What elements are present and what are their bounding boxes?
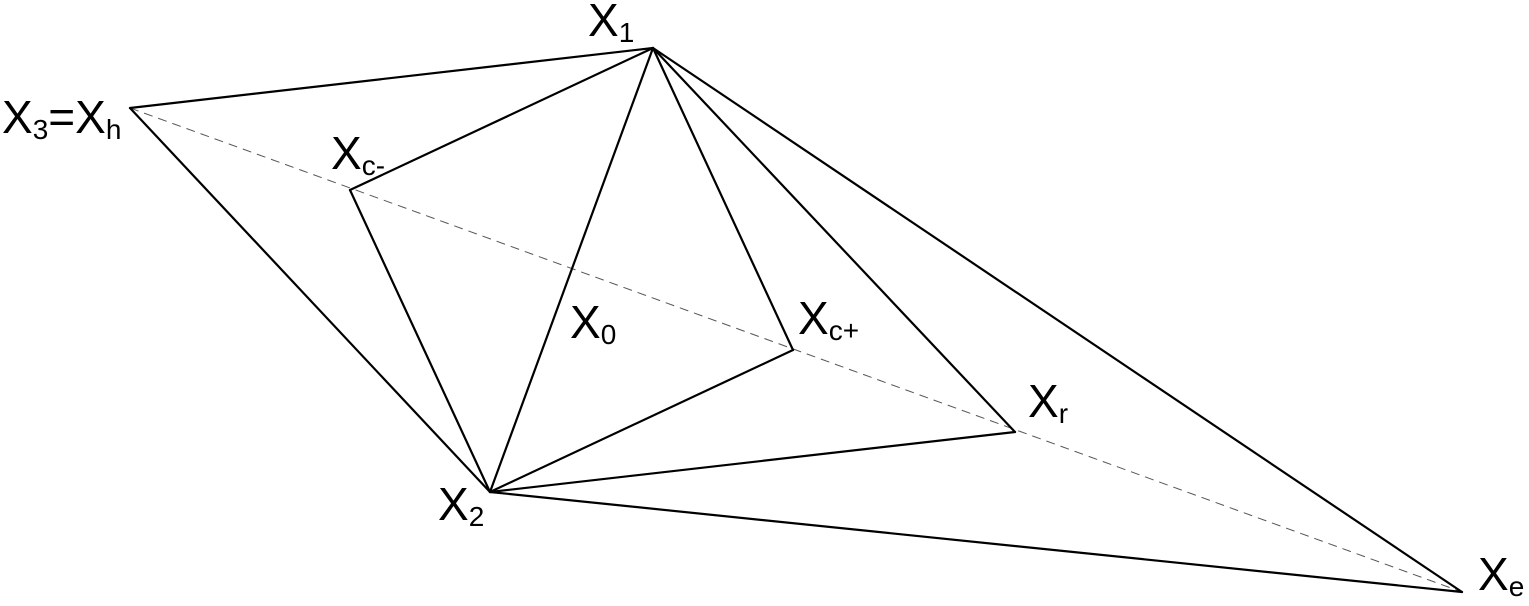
- label-x3-xh: X3=Xh: [2, 91, 121, 145]
- edge-x1-xe: [651, 46, 1464, 594]
- label-xc-minus: Xc-: [331, 127, 385, 181]
- edge-x1-x2: [488, 46, 655, 494]
- edge-x1-xcm: [348, 46, 655, 192]
- edge-x1-xcp: [651, 46, 795, 352]
- edge-x2-xr: [488, 430, 1017, 494]
- edge-x1-xr: [651, 46, 1017, 434]
- edge-x2-xcp: [488, 348, 795, 494]
- label-xr: Xr: [1028, 375, 1068, 429]
- label-x1: X1: [588, 0, 634, 48]
- reflection-axis-line: [129, 107, 1463, 593]
- edge-x2-xcm: [348, 188, 492, 494]
- label-xe: Xe: [1478, 548, 1524, 602]
- label-x2: X2: [438, 478, 484, 532]
- edge-x3-x1: [128, 46, 655, 110]
- label-xc-plus: Xc+: [798, 292, 859, 346]
- label-x0: X0: [570, 296, 616, 350]
- edge-x2-xe: [488, 490, 1464, 594]
- edge-x3-x2: [128, 106, 492, 494]
